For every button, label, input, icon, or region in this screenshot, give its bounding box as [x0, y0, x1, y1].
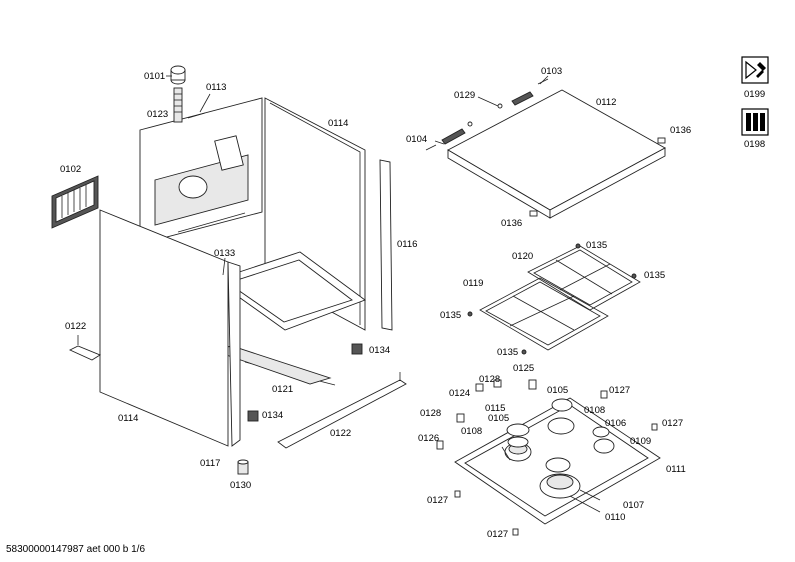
label-0127-c: 0127: [427, 495, 448, 506]
label-0199: 0199: [744, 89, 765, 100]
tool-set-icon: [741, 56, 769, 84]
label-0101: 0101: [144, 71, 165, 82]
label-0127-d: 0127: [487, 529, 508, 540]
clip-0134b: [247, 410, 259, 422]
label-0135-b: 0135: [644, 270, 665, 281]
label-0104: 0104: [406, 134, 427, 145]
label-0113: 0113: [206, 82, 226, 93]
label-0136-lower: 0136: [501, 218, 522, 229]
label-0103: 0103: [541, 66, 562, 77]
side-panel-left: [99, 209, 229, 447]
tools-kit-icon: [741, 108, 769, 136]
label-0120: 0120: [512, 251, 533, 262]
label-0129: 0129: [454, 90, 475, 101]
label-0125: 0125: [513, 363, 534, 374]
control-board: [51, 175, 99, 229]
leader-lines: [166, 75, 601, 513]
label-0117: 0117: [200, 458, 220, 469]
burner-right: [592, 426, 615, 454]
label-0127-b: 0127: [662, 418, 683, 429]
side-strip: [379, 159, 393, 331]
label-0124: 0124: [449, 388, 470, 399]
label-0128-b: 0128: [420, 408, 441, 419]
label-0135-a: 0135: [586, 240, 607, 251]
callout-labels: 0101 0113 0123 0114 0102 0133 0116 0122 …: [60, 66, 765, 540]
label-0121: 0121: [272, 384, 293, 395]
label-0114: 0114: [328, 118, 348, 129]
label-0106: 0106: [605, 418, 626, 429]
label-0128: 0128: [479, 374, 500, 385]
hinges: [425, 78, 549, 151]
cap-knob: [170, 65, 186, 85]
label-0127-a: 0127: [609, 385, 630, 396]
label-0109: 0109: [630, 436, 651, 447]
label-0108-b: 0108: [461, 426, 482, 437]
document-footer: 58300000147987 aet 000 b 1/6: [6, 544, 145, 555]
pan-support-rear: [527, 245, 641, 311]
label-0130: 0130: [230, 480, 251, 491]
rail-left: [68, 335, 101, 361]
lid-buffers: [529, 137, 666, 217]
label-0105: 0105: [547, 385, 568, 396]
label-0114-front: 0114: [118, 413, 138, 424]
label-0126: 0126: [418, 433, 439, 444]
front-strip: [227, 261, 241, 447]
burner-caps-left: [506, 423, 530, 448]
label-0119: 0119: [463, 278, 483, 289]
label-0136: 0136: [670, 125, 691, 136]
cable-tube: [173, 87, 183, 123]
rear-panel: [139, 97, 263, 245]
label-0134-lower: 0134: [262, 410, 283, 421]
label-0134: 0134: [369, 345, 390, 356]
pan-support-front: [479, 277, 609, 351]
label-0115: 0115: [485, 403, 505, 414]
label-0135-d: 0135: [497, 347, 518, 358]
clip-0134a: [351, 343, 363, 355]
foot-0130: [237, 459, 249, 475]
rubber-feet: [467, 243, 637, 355]
label-0133: 0133: [214, 248, 235, 259]
burner-rear: [547, 398, 575, 435]
label-0107: 0107: [623, 500, 644, 511]
top-lid: [447, 89, 666, 219]
label-0105-b: 0105: [488, 413, 509, 424]
label-0122-right: 0122: [330, 428, 351, 439]
small-clips-hob: [436, 379, 658, 536]
label-0116: 0116: [397, 239, 417, 250]
label-0111: 0111: [666, 464, 686, 475]
label-0123: 0123: [147, 109, 168, 120]
burner-large-wok: [539, 457, 581, 499]
label-0110: 0110: [605, 512, 625, 523]
label-0112: 0112: [596, 97, 616, 108]
label-0122: 0122: [65, 321, 86, 332]
label-0198: 0198: [744, 139, 765, 150]
label-0135-c: 0135: [440, 310, 461, 321]
bottom-frame: [210, 251, 366, 386]
label-0108: 0108: [584, 405, 605, 416]
label-0102: 0102: [60, 164, 81, 175]
rail-right: [277, 372, 407, 449]
